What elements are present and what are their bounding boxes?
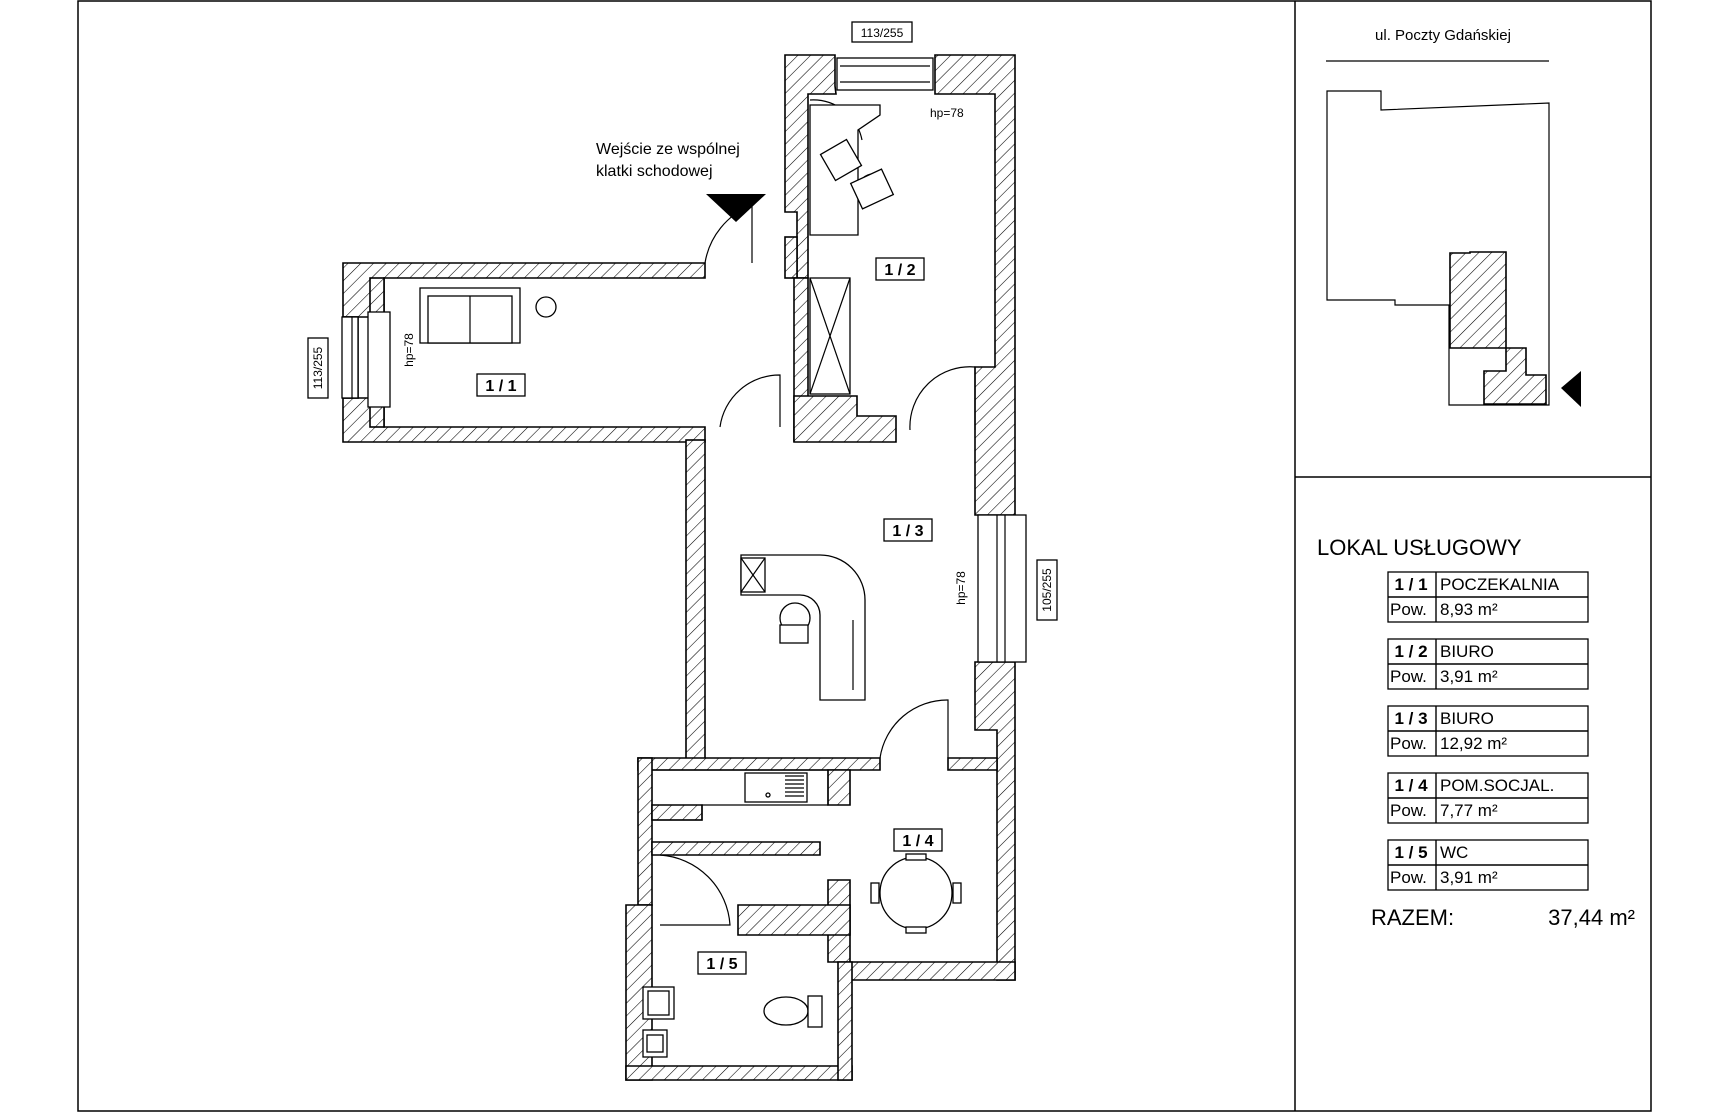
legend-row-2: 1 / 2 BIURO Pow. 3,91 m² (1387, 638, 1589, 690)
location-key-plan: ul. Poczty Gdańskiej (1326, 27, 1581, 407)
room-label-1-4: 1 / 4 (902, 833, 933, 850)
legend-row-area: 3,91 m² (1440, 667, 1498, 686)
room-labels: 1 / 1 1 / 2 1 / 3 1 / 4 1 / 5 (476, 257, 943, 975)
toilet-icon (763, 995, 823, 1028)
legend-row-id: 1 / 1 (1394, 575, 1427, 594)
washbasin-icon (642, 986, 675, 1058)
legend-row-5: 1 / 5 WC Pow. 3,91 m² (1387, 839, 1589, 891)
room-label-1-1: 1 / 1 (485, 378, 516, 395)
legend-row-id: 1 / 4 (1394, 776, 1428, 795)
legend-row-prefix: Pow. (1390, 667, 1427, 686)
sink-icon (765, 775, 804, 798)
legend-row-area: 8,93 m² (1440, 600, 1498, 619)
legend-row-name: POCZEKALNIA (1440, 575, 1560, 594)
legend-row-id: 1 / 3 (1394, 709, 1427, 728)
total-value: 37,44 m² (1548, 905, 1635, 930)
entrance-annotation: Wejście ze wspólnej klatki schodowej (596, 141, 766, 222)
total-label: RAZEM: (1371, 905, 1454, 930)
sheet-frame (77, 0, 1652, 1112)
location-highlight (1449, 251, 1547, 405)
legend-row-name: BIURO (1440, 709, 1494, 728)
sill-height-room-1-2: hp=78 (930, 106, 964, 120)
legend-row-area: 12,92 m² (1440, 734, 1507, 753)
window-left-dimension: 113/255 (311, 346, 325, 389)
legend-row-prefix: Pow. (1390, 801, 1427, 820)
wardrobe-icon (809, 277, 851, 395)
corner-desk-icon (740, 554, 866, 701)
room-label-1-2: 1 / 2 (884, 262, 915, 279)
legend-title: LOKAL USŁUGOWY (1317, 535, 1522, 560)
legend-row-id: 1 / 2 (1394, 642, 1427, 661)
desk-icon (809, 104, 895, 236)
legend-row-name: BIURO (1440, 642, 1494, 661)
legend-row-name: POM.SOCJAL. (1440, 776, 1554, 795)
legend-row-prefix: Pow. (1390, 600, 1427, 619)
room-label-1-3: 1 / 3 (892, 523, 923, 540)
legend-row-4: 1 / 4 POM.SOCJAL. Pow. 7,77 m² (1387, 772, 1589, 824)
street-name: ul. Poczty Gdańskiej (1375, 27, 1511, 44)
entrance-text-line2: klatki schodowej (596, 163, 713, 180)
legend-row-name: WC (1440, 843, 1468, 862)
area-legend: LOKAL USŁUGOWY 1 / 1 POCZEKALNIA Pow. 8,… (1317, 535, 1635, 930)
windows: 113/255 113/255 105/255 (307, 21, 1058, 663)
legend-row-prefix: Pow. (1390, 868, 1427, 887)
entrance-arrow-icon (706, 194, 766, 222)
entrance-text-line1: Wejście ze wspólnej (596, 141, 740, 158)
plant-icon (535, 296, 557, 318)
location-arrow-icon (1561, 371, 1581, 407)
room-label-1-5: 1 / 5 (706, 956, 737, 973)
chair-icon (779, 602, 811, 644)
kitchen-counter-icon (652, 769, 829, 821)
legend-row-area: 3,91 m² (1440, 868, 1498, 887)
table-icon (870, 853, 962, 934)
sill-height-room-1-3: hp=78 (954, 571, 968, 605)
sofa-icon (419, 287, 521, 344)
furniture (419, 104, 962, 1058)
legend-row-id: 1 / 5 (1394, 843, 1427, 862)
legend-row-area: 7,77 m² (1440, 801, 1498, 820)
legend-row-3: 1 / 3 BIURO Pow. 12,92 m² (1387, 705, 1589, 757)
legend-row-prefix: Pow. (1390, 734, 1427, 753)
window-right-dimension: 105/255 (1040, 568, 1054, 612)
sill-height-room-1-1: hp=78 (402, 333, 416, 367)
window-top-dimension: 113/255 (861, 26, 904, 40)
doors (659, 99, 976, 926)
legend-row-1: 1 / 1 POCZEKALNIA Pow. 8,93 m² (1387, 571, 1589, 623)
